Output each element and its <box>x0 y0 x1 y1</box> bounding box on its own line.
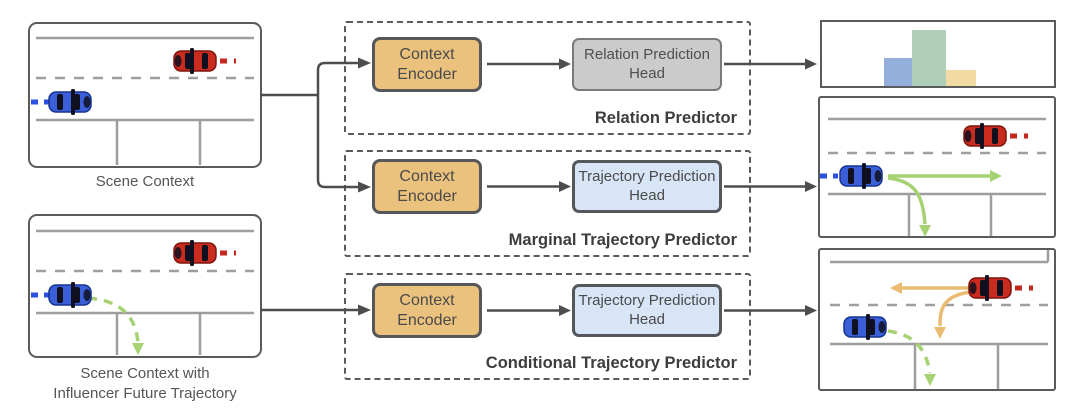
green-arrowhead <box>919 225 931 237</box>
marginal-predictor-group: Marginal Trajectory Predictor <box>344 150 751 257</box>
scene-context-influencer-box <box>28 214 262 358</box>
red-car-icon <box>173 240 217 266</box>
green-arrowhead <box>924 374 936 386</box>
conditional-context-encoder: Context Encoder <box>372 283 482 338</box>
scene-context-label: Scene Context <box>95 173 195 190</box>
conditional-predictor-title: Conditional Trajectory Predictor <box>485 354 737 372</box>
scene-context-influencer-label: Scene Context with Influencer Future Tra… <box>0 364 290 404</box>
relation-predictor-title: Relation Predictor <box>594 109 737 127</box>
influencer-future-trajectory-arrow <box>87 296 140 343</box>
red-car-icon <box>173 48 217 74</box>
marginal-predictor-title: Marginal Trajectory Predictor <box>508 231 737 249</box>
label-line-1: Scene Context with <box>80 365 210 382</box>
histogram-bar-green <box>912 30 946 86</box>
orange-arrowhead <box>890 282 902 294</box>
blue-car-icon <box>843 314 887 340</box>
green-arrowhead <box>132 343 144 355</box>
blue-car-icon <box>48 89 92 115</box>
orange-arrowhead <box>934 327 946 339</box>
conditional-trajectory-prediction-head: Trajectory Prediction Head <box>572 284 722 337</box>
conditional-output-scene <box>818 248 1056 391</box>
road-lines <box>36 229 254 355</box>
relation-output-histogram <box>820 20 1056 88</box>
relation-prediction-head: Relation Prediction Head <box>572 38 722 91</box>
influencer-future-trajectory-arrow <box>887 329 932 374</box>
blue-car-icon <box>839 163 883 189</box>
red-car-icon <box>963 123 1007 149</box>
histogram-bar-tan <box>946 70 976 86</box>
scene-context-box <box>28 22 262 168</box>
blue-car-icon <box>48 282 92 308</box>
label-line-2: Influencer Future Trajectory <box>53 385 237 402</box>
conditional-trajectory-turn <box>938 290 971 327</box>
road-lines <box>36 36 254 165</box>
histogram-bar-blue <box>884 58 912 86</box>
conditional-predictor-group: Conditional Trajectory Predictor <box>344 273 751 380</box>
road-lines <box>830 250 1050 389</box>
marginal-trajectory-prediction-head: Trajectory Prediction Head <box>572 160 722 213</box>
road-lines <box>828 117 1046 236</box>
red-car-icon <box>968 275 1012 301</box>
predicted-trajectory-turn <box>887 176 927 225</box>
green-arrowhead <box>990 170 1002 182</box>
marginal-context-encoder: Context Encoder <box>372 159 482 214</box>
relation-context-encoder: Context Encoder <box>372 37 482 92</box>
marginal-output-scene <box>818 96 1056 238</box>
